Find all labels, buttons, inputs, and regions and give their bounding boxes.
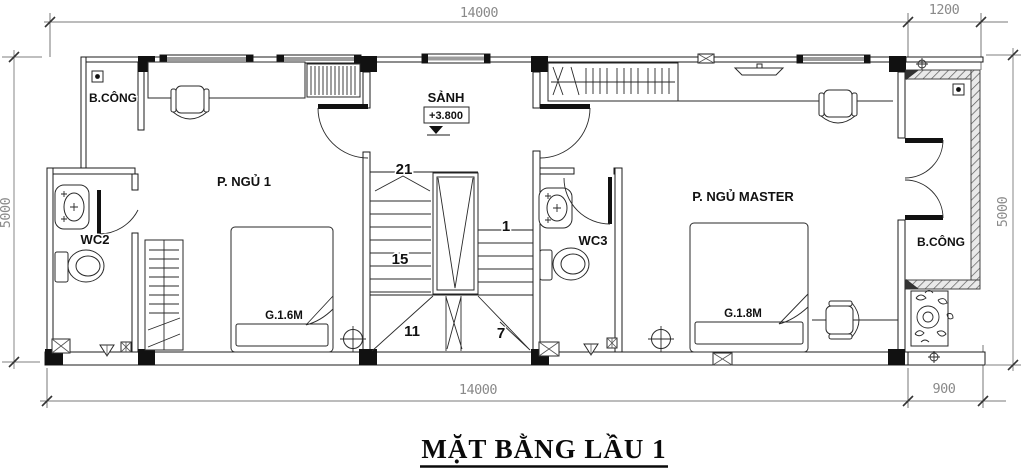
dimension-bottom: 14000 900 <box>40 345 1006 408</box>
survey-mark-icon <box>928 351 940 363</box>
room-label-balcony-right: B.CÔNG <box>917 234 965 249</box>
dim-right: 5000 <box>995 196 1011 227</box>
dim-bottom-right: 900 <box>933 381 956 397</box>
room-label-balcony-left: B.CÔNG <box>89 90 137 105</box>
ceiling-fan-icon <box>340 326 366 352</box>
window-icon <box>421 53 491 64</box>
vent-icon <box>606 337 618 349</box>
chair-icon <box>825 300 860 340</box>
tv-shelf-icon <box>733 63 785 76</box>
staircase: 21 15 11 1 7 <box>370 160 533 352</box>
plant-icon <box>910 290 954 347</box>
door-arc <box>97 190 139 235</box>
window-vent-icon <box>697 53 715 64</box>
sink-icon <box>538 187 573 229</box>
bedroom1: G.1.6M P. NGỦ 1 <box>144 61 369 353</box>
wc2: WC2 <box>51 184 139 357</box>
drawing-title-block: MẶT BẰNG LẦU 1 <box>420 433 668 468</box>
room-label-wc3: WC3 <box>579 233 608 248</box>
dimension-top: 14000 1200 <box>44 2 1008 70</box>
master-bed-size-label: G.1.8M <box>724 308 762 320</box>
door-arc <box>539 104 591 159</box>
wardrobe-icon <box>547 62 679 102</box>
dim-bottom-main: 14000 <box>459 382 498 398</box>
vent-icon <box>120 341 132 353</box>
wall-light-icon <box>91 70 104 83</box>
stair-step-7: 7 <box>497 325 505 342</box>
wardrobe-ladder-icon <box>144 239 184 351</box>
room-label-wc2: WC2 <box>81 232 110 247</box>
toilet-icon <box>539 247 590 281</box>
stair-step-21: 21 <box>396 161 413 178</box>
level-marker: +3.800 <box>423 106 470 136</box>
desk-icon <box>147 61 306 99</box>
stair-step-15: 15 <box>392 251 409 268</box>
hall: SẢNH +3.800 <box>423 89 470 136</box>
survey-mark-icon <box>916 58 928 70</box>
dimension-right: 5000 <box>986 48 1021 371</box>
wall-light-icon <box>952 83 965 96</box>
elevator-shaft <box>432 172 479 295</box>
room-label-bedroom1: P. NGỦ 1 <box>217 174 271 189</box>
balcony-right: B.CÔNG <box>904 58 981 363</box>
plan-title: MẶT BẰNG LẦU 1 <box>421 433 666 464</box>
sink-icon <box>54 184 90 230</box>
window-vent-icon <box>538 341 560 357</box>
wc3: WC3 <box>538 177 618 357</box>
dim-top-main: 14000 <box>460 5 499 21</box>
chair-icon <box>170 85 210 120</box>
toilet-icon <box>54 249 105 283</box>
floor-drain-icon <box>583 343 599 356</box>
stair-step-1: 1 <box>502 218 510 235</box>
bed-icon: G.1.6M <box>230 226 334 353</box>
dim-top-right: 1200 <box>929 2 960 18</box>
door-arc <box>317 104 369 159</box>
window-icon <box>796 54 871 64</box>
bed-icon: G.1.8M <box>689 222 809 353</box>
balcony-double-door <box>904 138 944 220</box>
stair-step-11: 11 <box>404 323 420 340</box>
master-bedroom: G.1.8M P. NGỦ MASTER <box>539 62 898 366</box>
window-vent-icon <box>712 352 733 366</box>
dim-left: 5000 <box>0 197 14 228</box>
top-windows <box>159 53 871 64</box>
room-label-master: P. NGỦ MASTER <box>692 189 794 204</box>
balcony-left: B.CÔNG <box>88 70 139 107</box>
hall-level-label: +3.800 <box>429 110 463 122</box>
door-arc <box>563 177 612 225</box>
ceiling-fan-icon <box>648 326 674 352</box>
window-vent-icon <box>51 338 71 354</box>
dimension-left: 5000 <box>0 50 42 369</box>
room-label-hall: SẢNH <box>428 90 465 105</box>
chair-icon <box>818 89 858 124</box>
wardrobe-louver-icon <box>306 63 361 98</box>
floor-drain-icon <box>99 344 115 357</box>
bed1-size-label: G.1.6M <box>265 310 303 322</box>
